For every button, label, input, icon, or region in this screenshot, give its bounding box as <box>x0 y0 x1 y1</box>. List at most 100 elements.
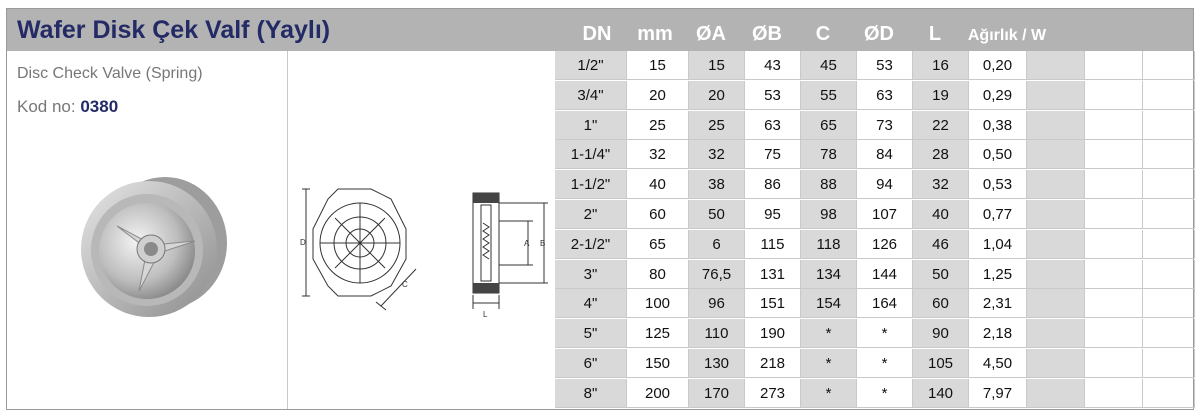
table-cell: 1,04 <box>969 229 1027 259</box>
table-cell: 55 <box>801 80 857 110</box>
table-cell: * <box>801 349 857 378</box>
table-cell: 75 <box>745 140 801 170</box>
table-cell: 118 <box>801 229 857 259</box>
table-cell: 100 <box>627 289 689 319</box>
table-cell: 2,18 <box>969 319 1027 349</box>
table-cell: 3/4" <box>555 80 627 110</box>
table-cell: 110 <box>689 319 745 349</box>
table-cell: 0,29 <box>969 80 1027 110</box>
table-cell: 8" <box>555 378 627 408</box>
table-cell-empty <box>1085 110 1143 140</box>
table-cell-empty <box>1085 80 1143 110</box>
table-cell-empty <box>1085 170 1143 200</box>
table-cell: 98 <box>801 200 857 229</box>
table-cell: 0,77 <box>969 200 1027 229</box>
drawing-label-b: B <box>540 239 545 248</box>
table-cell: 65 <box>801 110 857 140</box>
table-cell-empty <box>1027 378 1085 408</box>
table-cell-empty <box>1085 229 1143 259</box>
table-cell: 0,20 <box>969 51 1027 80</box>
table-cell: 25 <box>627 110 689 140</box>
table-cell: * <box>801 319 857 349</box>
table-cell: 15 <box>689 51 745 80</box>
table-cell: 63 <box>745 110 801 140</box>
table-cell: 20 <box>689 80 745 110</box>
table-cell-empty <box>1143 319 1195 349</box>
table-cell: 94 <box>857 170 913 200</box>
table-cell: * <box>857 319 913 349</box>
column-header: mm <box>637 23 673 45</box>
drawing-label-a: A <box>524 239 530 248</box>
table-cell: 32 <box>913 170 969 200</box>
table-cell-empty <box>1027 51 1085 80</box>
table-cell: 60 <box>913 289 969 319</box>
column-header: DN <box>582 23 612 45</box>
table-cell-empty <box>1085 319 1143 349</box>
table-cell-empty <box>1027 289 1085 319</box>
table-cell-empty <box>1143 229 1195 259</box>
table-cell: 107 <box>857 200 913 229</box>
table-cell: 78 <box>801 140 857 170</box>
column-header: ØA <box>696 23 726 45</box>
table-cell: 5" <box>555 319 627 349</box>
table-cell: 164 <box>857 289 913 319</box>
table-cell: 6" <box>555 349 627 378</box>
product-code: Kod no: 0380 <box>17 97 118 117</box>
table-cell: 28 <box>913 140 969 170</box>
table-cell: 15 <box>627 51 689 80</box>
table-cell: 126 <box>857 229 913 259</box>
table-cell: 4,50 <box>969 349 1027 378</box>
table-cell: 2" <box>555 200 627 229</box>
table-cell-empty <box>1143 80 1195 110</box>
table-cell: 115 <box>745 229 801 259</box>
table-cell: 73 <box>857 110 913 140</box>
table-cell-empty <box>1143 140 1195 170</box>
table-cell: 20 <box>627 80 689 110</box>
table-cell-empty <box>1143 110 1195 140</box>
table-cell: 53 <box>857 51 913 80</box>
table-cell-empty <box>1027 349 1085 378</box>
table-cell: 273 <box>745 378 801 408</box>
table-cell: 130 <box>689 349 745 378</box>
table-cell: 43 <box>745 51 801 80</box>
column-header: C <box>815 23 831 45</box>
table-cell-empty <box>1143 259 1195 289</box>
table-cell: 80 <box>627 259 689 289</box>
table-cell: 86 <box>745 170 801 200</box>
product-code-label: Kod no: <box>17 97 76 116</box>
table-cell: 1-1/4" <box>555 140 627 170</box>
table-cell-empty <box>1085 289 1143 319</box>
drawing-label-l: L <box>483 310 488 319</box>
table-cell: 2-1/2" <box>555 229 627 259</box>
table-cell: 134 <box>801 259 857 289</box>
table-cell: 7,97 <box>969 378 1027 408</box>
table-cell: 154 <box>801 289 857 319</box>
table-cell: 32 <box>627 140 689 170</box>
table-cell: 1-1/2" <box>555 170 627 200</box>
table-cell: 0,50 <box>969 140 1027 170</box>
table-cell-empty <box>1143 289 1195 319</box>
table-cell-empty <box>1085 140 1143 170</box>
table-cell-empty <box>1085 200 1143 229</box>
table-cell: 131 <box>745 259 801 289</box>
table-cell: 4" <box>555 289 627 319</box>
table-cell: 65 <box>627 229 689 259</box>
table-cell: 150 <box>627 349 689 378</box>
table-cell: 6 <box>689 229 745 259</box>
table-cell: 95 <box>745 200 801 229</box>
table-cell: 46 <box>913 229 969 259</box>
table-cell: 16 <box>913 51 969 80</box>
table-cell: 76,5 <box>689 259 745 289</box>
table-cell-empty <box>1027 110 1085 140</box>
table-cell: 50 <box>689 200 745 229</box>
table-cell: 190 <box>745 319 801 349</box>
table-cell: 1/2" <box>555 51 627 80</box>
